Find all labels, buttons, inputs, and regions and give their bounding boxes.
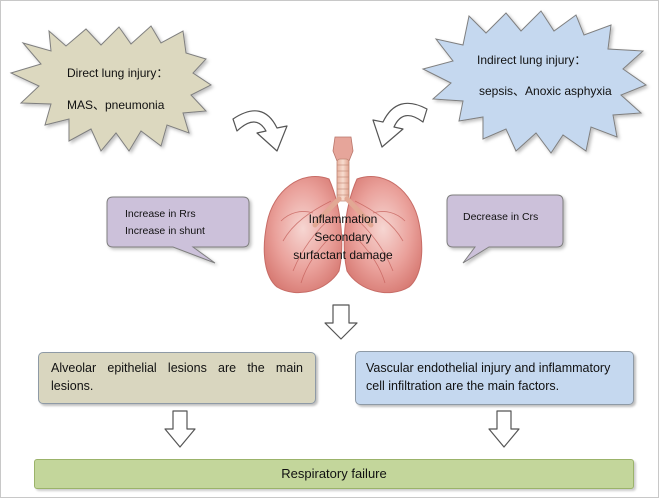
right-bubble-line-1: Decrease in Crs [463, 211, 539, 223]
down-arrow-left [164, 410, 196, 448]
direct-injury-burst [9, 25, 212, 152]
curved-arrow-left [232, 110, 288, 152]
right-speech-bubble [446, 194, 564, 264]
lungs-line-3: surfactant damage [293, 248, 393, 262]
indirect-injury-causes: sepsis、Anoxic asphyxia [479, 84, 612, 98]
lungs-illustration [263, 136, 423, 294]
down-arrow-right [488, 410, 520, 448]
lungs-line-2: Secondary [314, 230, 372, 244]
vascular-injury-box: Vascular endothelial injury and inflamma… [355, 351, 634, 405]
left-bubble-line-1: Increase in Rrs [125, 208, 196, 220]
indirect-injury-title: Indirect lung injury： [477, 53, 587, 67]
direct-injury-causes: MAS、pneumonia [67, 98, 165, 112]
down-arrow-center [324, 304, 358, 340]
alveolar-lesions-box: Alveolar epithelial lesions are the main… [38, 352, 316, 404]
respiratory-failure-bar: Respiratory failure [34, 459, 634, 489]
curved-arrow-right [372, 102, 428, 148]
left-speech-bubble [106, 196, 250, 264]
left-bubble-line-2: Increase in shunt [125, 225, 205, 237]
indirect-injury-burst [421, 10, 648, 154]
lungs-line-1: Inflammation [308, 212, 378, 226]
direct-injury-title: Direct lung injury： [67, 66, 169, 80]
